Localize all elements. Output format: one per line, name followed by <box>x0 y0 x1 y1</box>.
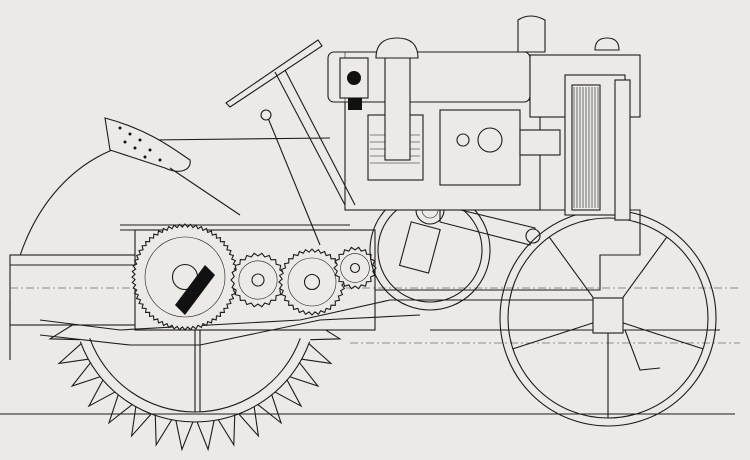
seat-hole <box>148 148 152 152</box>
brake-pedal <box>624 329 661 371</box>
bull-gear <box>131 223 239 331</box>
seat-hole <box>123 140 127 144</box>
front-wheel-spoke <box>617 320 704 350</box>
differential-bevel <box>175 265 215 315</box>
rear-wheel-rim-inner <box>89 338 301 413</box>
seat-hole <box>158 158 162 162</box>
bull-gear-hub <box>144 236 226 318</box>
drive-gear-center <box>303 273 321 291</box>
pinion-gear <box>333 246 377 290</box>
idler-gear-hub <box>238 260 278 300</box>
rear-wheel-spikes <box>48 322 342 452</box>
idler-gear-center <box>251 273 265 287</box>
pinion-gear-hub <box>340 253 370 283</box>
drive-gear-hub <box>287 257 337 307</box>
radiator <box>517 15 641 221</box>
seat-hole <box>128 132 132 136</box>
front-wheel <box>499 209 717 427</box>
front-axle-hub <box>592 297 624 334</box>
seat-hole <box>118 126 122 130</box>
seat-hole <box>138 138 142 142</box>
engine-block <box>344 99 561 211</box>
rear-wheel-rim <box>79 341 311 423</box>
pinion-gear-center <box>349 262 361 274</box>
gear-train <box>131 223 377 331</box>
fuel-tank-hood <box>327 51 531 110</box>
steering-wheel-and-column <box>225 39 356 246</box>
front-wheel-spoke <box>512 320 599 350</box>
seat <box>104 117 241 216</box>
rear-spiked-wheel <box>48 322 342 452</box>
seat-hole <box>143 155 147 159</box>
seat-hole <box>133 146 137 150</box>
air-intake-stack <box>375 37 419 161</box>
drive-gear <box>278 248 346 316</box>
